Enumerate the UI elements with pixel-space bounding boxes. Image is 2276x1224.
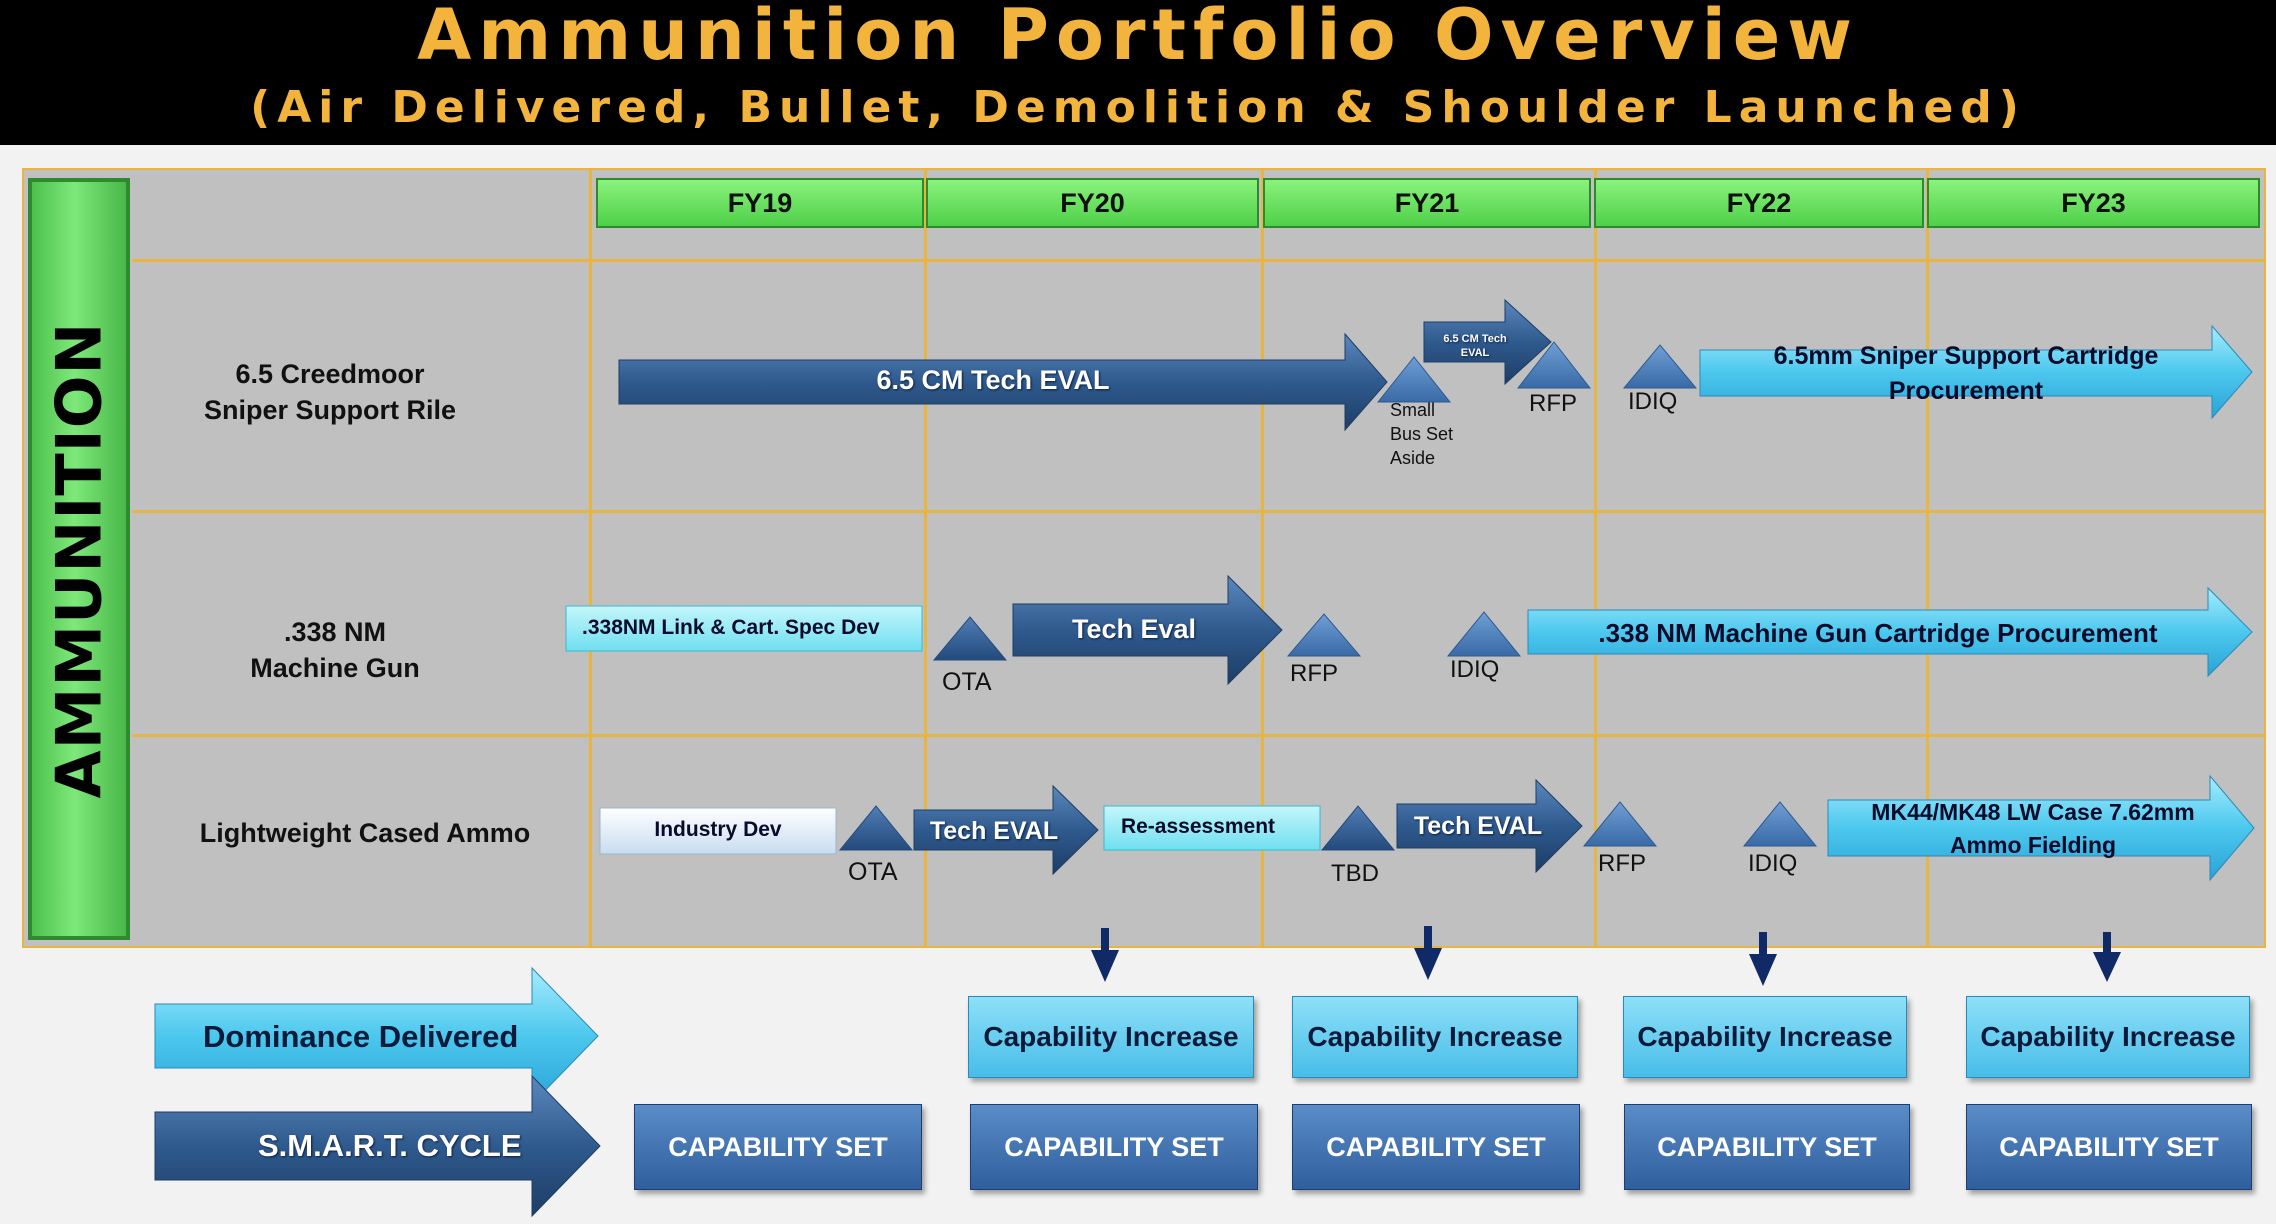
row-label-lightweight-cased-ammo: Lightweight Cased Ammo xyxy=(199,818,531,848)
ota-label-row3: OTA xyxy=(848,858,898,886)
idiq-label-row2: IDIQ xyxy=(1450,656,1500,683)
rfp-label-row3: RFP xyxy=(1598,850,1646,877)
dominance-delivered-arrow xyxy=(154,966,599,1106)
capability-increase-fy20: Capability Increase xyxy=(968,996,1254,1078)
year-header-fy20: FY20 xyxy=(926,178,1259,228)
tech-eval-arrow-6-5 xyxy=(618,332,1388,432)
milestone-ota-row2 xyxy=(932,616,1008,661)
procurement-label-338: .338 NM Machine Gun Cartridge Procuremen… xyxy=(1598,618,2158,648)
tech-eval-arrow-lwca-1 xyxy=(913,784,1099,876)
rfp-label-row1: RFP xyxy=(1529,390,1577,417)
capability-set-fy20: CAPABILITY SET xyxy=(970,1104,1258,1190)
year-header-fy23: FY23 xyxy=(1927,178,2260,228)
capability-increase-fy22: Capability Increase xyxy=(1623,996,1907,1078)
milestone-idiq-row2 xyxy=(1446,611,1522,657)
tech-eval-arrow-338 xyxy=(1012,574,1283,686)
ota-label-row2: OTA xyxy=(942,668,992,696)
grid-line xyxy=(132,734,2264,737)
capability-set-fy23: CAPABILITY SET xyxy=(1966,1104,2252,1190)
milestone-small-bus xyxy=(1376,356,1452,403)
capability-increase-fy23: Capability Increase xyxy=(1966,996,2250,1078)
capability-increase-fy21: Capability Increase xyxy=(1292,996,1578,1078)
grid-line xyxy=(589,170,592,946)
milestone-rfp-row3 xyxy=(1582,801,1658,847)
tech-eval-label-lwca-1: Tech EVAL xyxy=(929,817,1059,845)
grid-line xyxy=(132,510,2264,513)
ammunition-side-bar xyxy=(28,178,130,940)
industry-dev-label: Industry Dev xyxy=(654,818,782,841)
header-banner: Ammunition Portfolio Overview (Air Deliv… xyxy=(0,0,2276,145)
grid-line xyxy=(1261,170,1264,946)
grid-line xyxy=(924,170,927,946)
reassessment-box xyxy=(1103,805,1321,851)
procurement-arrow-6-5 xyxy=(1699,324,2253,420)
down-arrow-fy23 xyxy=(2093,932,2121,982)
reassessment-label: Re-assessment xyxy=(1120,815,1276,838)
smart-cycle-label: S.M.A.R.T. CYCLE xyxy=(258,1128,522,1163)
down-arrow-fy20 xyxy=(1091,928,1119,982)
capability-set-fy22: CAPABILITY SET xyxy=(1624,1104,1910,1190)
down-arrow-fy21 xyxy=(1414,926,1442,980)
spec-dev-label: .338NM Link & Cart. Spec Dev xyxy=(582,616,880,639)
procurement-arrow-338 xyxy=(1527,586,2253,678)
page-subtitle: (Air Delivered, Bullet, Demolition & Sho… xyxy=(250,82,2026,133)
idiq-label-row1: IDIQ xyxy=(1628,388,1678,415)
milestone-idiq-row1 xyxy=(1622,344,1698,389)
fielding-arrow-lwca xyxy=(1827,774,2255,882)
tech-eval-label-lwca-2: Tech EVAL xyxy=(1413,812,1543,840)
grid-line xyxy=(1594,170,1597,946)
spec-dev-box xyxy=(565,605,923,652)
milestone-tbd xyxy=(1320,805,1396,851)
tech-eval-label-6-5: 6.5 CM Tech EVAL xyxy=(876,365,1110,395)
tbd-label: TBD xyxy=(1331,860,1379,887)
grid-line xyxy=(132,259,2264,262)
milestone-rfp-row2 xyxy=(1286,613,1362,657)
industry-dev-box xyxy=(599,807,837,855)
rfp-label-row2: RFP xyxy=(1290,660,1338,687)
year-header-fy21: FY21 xyxy=(1263,178,1591,228)
dominance-delivered-label: Dominance Delivered xyxy=(203,1019,519,1054)
smart-cycle-arrow xyxy=(154,1074,601,1218)
capability-set-fy21: CAPABILITY SET xyxy=(1292,1104,1580,1190)
down-arrow-fy22 xyxy=(1749,932,1777,986)
milestone-idiq-row3 xyxy=(1742,801,1818,847)
tech-eval-small-arrow xyxy=(1423,298,1552,386)
grid-line xyxy=(1926,170,1929,946)
tech-eval-label-338: Tech Eval xyxy=(1071,614,1197,644)
milestone-rfp-row1 xyxy=(1516,341,1592,389)
milestone-ota-row3 xyxy=(838,805,914,851)
year-header-fy22: FY22 xyxy=(1594,178,1924,228)
page-title: Ammunition Portfolio Overview xyxy=(417,0,1859,76)
idiq-label-row3: IDIQ xyxy=(1748,850,1798,877)
year-header-fy19: FY19 xyxy=(596,178,924,228)
capability-set-fy19: CAPABILITY SET xyxy=(634,1104,922,1190)
tech-eval-arrow-lwca-2 xyxy=(1396,778,1583,874)
